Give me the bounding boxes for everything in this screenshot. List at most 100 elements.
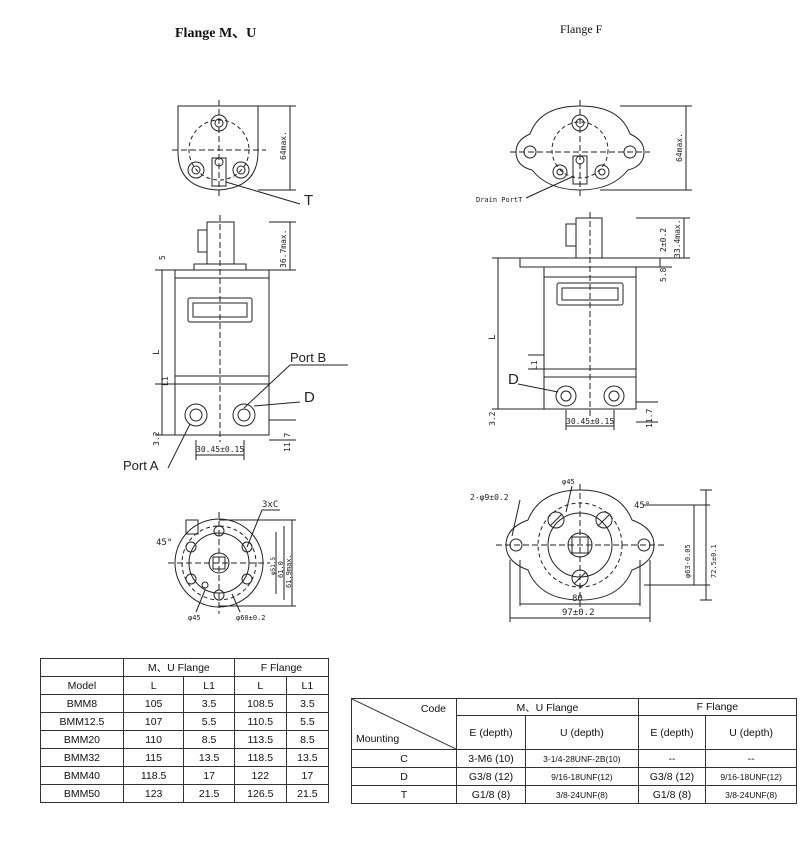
dim-phi63: φ63-0.05	[684, 544, 692, 578]
cell-value: 118.5	[122, 766, 185, 785]
title-flange-mu: Flange M、U	[175, 26, 257, 41]
header-u-depth: U (depth)	[705, 715, 797, 750]
cell-value: 110.5	[233, 712, 287, 731]
label-d: D	[304, 389, 315, 406]
table-header-row: M、U Flange F Flange	[40, 658, 330, 677]
title-flange-f: Flange F	[560, 22, 603, 36]
header-l: L	[233, 676, 287, 695]
cell-value: 108.5	[233, 694, 287, 713]
cell-value: 126.5	[233, 784, 287, 803]
dim-5-8: 5.8	[659, 267, 668, 282]
dim-11-7: 11.7	[283, 433, 292, 452]
header-u-depth: U (depth)	[525, 715, 639, 750]
cell-value: --	[637, 749, 707, 768]
dim-33-4max: 33.4max.	[673, 219, 682, 258]
cell-model: BMM8	[40, 694, 124, 713]
label-port-b: Port B	[290, 350, 326, 365]
angle-45: 45°	[156, 538, 172, 548]
cell-value: 110	[122, 730, 185, 749]
label-t: T	[304, 192, 313, 209]
cell-value: 3.5	[183, 694, 235, 713]
dim-97: 97±0.2	[562, 608, 595, 618]
table-row: C 3-M6 (10) 3-1/4-28UNF-2B(10) -- --	[351, 749, 797, 768]
dim-phi45: φ45	[188, 614, 201, 622]
cell-mounting: D	[351, 767, 457, 786]
cell-value: 9/16-18UNF(12)	[705, 767, 797, 786]
cell-value: G1/8 (8)	[455, 785, 527, 804]
header-e-depth: E (depth)	[455, 715, 527, 750]
header-e-depth: E (depth)	[637, 715, 707, 750]
cell-model: BMM40	[40, 766, 124, 785]
cell-value: 17	[183, 766, 235, 785]
table-row: T G1/8 (8) 3/8-24UNF(8) G1/8 (8) 3/8-24U…	[351, 785, 797, 804]
cell-value: --	[705, 749, 797, 768]
header-mu-flange: M、U Flange	[456, 698, 639, 716]
label-3xc: 3xC	[262, 500, 278, 510]
f-front-view	[496, 484, 712, 622]
cell-value: 13.5	[285, 748, 330, 767]
cell-mounting: C	[351, 749, 457, 768]
diagonal-divider	[352, 699, 456, 749]
mu-top-view	[172, 100, 301, 205]
cell-value: 123	[122, 784, 185, 803]
dim-61-9max: 61.9max.	[285, 554, 293, 588]
dim-l1-f: L1	[530, 360, 539, 370]
table-header-row: E (depth) U (depth) E (depth) U (depth)	[352, 715, 797, 750]
cell-value: G3/8 (12)	[637, 767, 707, 786]
dim-l: L	[152, 350, 162, 355]
header-mounting: Mounting	[356, 733, 400, 745]
header-model: Model	[40, 676, 124, 695]
table-row: BMM20 110 8.5 113.5 8.5	[40, 730, 330, 749]
f-top-view	[510, 100, 692, 199]
mu-side-view	[155, 215, 348, 469]
cell-value: 3/8-24UNF(8)	[525, 785, 639, 804]
cell-model: BMM32	[40, 748, 124, 767]
cell-value: 5.5	[285, 712, 330, 731]
dim-2: 2±0.2	[659, 228, 668, 252]
cell-value: 3/8-24UNF(8)	[705, 785, 797, 804]
table-row: D G3/8 (12) 9/16-18UNF(12) G3/8 (12) 9/1…	[351, 767, 797, 786]
header-l1: L1	[183, 676, 235, 695]
dim-61: 61.0	[277, 561, 285, 578]
header-f-flange: F Flange	[233, 658, 330, 677]
header-code-mounting: Code Mounting	[351, 698, 457, 750]
cell-value: G1/8 (8)	[637, 785, 707, 804]
cell-mounting: T	[351, 785, 457, 804]
cell-model: BMM50	[40, 784, 124, 803]
cell-value: 3-M6 (10)	[455, 749, 527, 768]
dim-3-2-f: 3.2	[488, 411, 497, 426]
dim-phi60: φ60±0.2	[236, 614, 266, 622]
header-code: Code	[420, 703, 446, 715]
dim-3-2: 3.2	[152, 431, 161, 446]
dim-5: 5	[158, 255, 167, 260]
dim-phi51-5: φ51.5	[270, 557, 277, 575]
cell-value: 122	[233, 766, 287, 785]
mu-front-view	[168, 509, 296, 614]
cell-value: 8.5	[285, 730, 330, 749]
f-side-view	[492, 212, 690, 430]
header-blank	[40, 658, 124, 677]
dim-64max-f: 64max.	[675, 133, 684, 162]
dim-2-phi9: 2-φ9±0.2	[470, 493, 509, 502]
cell-value: 3.5	[285, 694, 330, 713]
table-row: BMM40 118.5 17 122 17	[40, 766, 330, 785]
cell-value: 3-1/4-28UNF-2B(10)	[525, 749, 639, 768]
dim-36-7max: 36.7max.	[279, 229, 288, 268]
dim-11-7-f: 11.7	[645, 409, 654, 428]
cell-value: 8.5	[183, 730, 235, 749]
label-drain-port: Drain PortT	[476, 196, 523, 204]
cell-value: 17	[285, 766, 330, 785]
table-row: BMM8 105 3.5 108.5 3.5	[40, 694, 330, 713]
cell-value: 5.5	[183, 712, 235, 731]
model-dimensions-table: M、U Flange F Flange Model L L1 L L1 BMM8…	[40, 658, 330, 803]
cell-value: 107	[122, 712, 185, 731]
table-header-row: Code Mounting M、U Flange F Flange	[351, 698, 798, 750]
table-row: BMM32 115 13.5 118.5 13.5	[40, 748, 330, 767]
header-mu-flange: M、U Flange	[122, 658, 235, 677]
cell-value: 115	[122, 748, 185, 767]
label-port-a: Port A	[123, 458, 159, 473]
cell-value: 21.5	[285, 784, 330, 803]
cell-value: 118.5	[233, 748, 287, 767]
cell-model: BMM12.5	[40, 712, 124, 731]
dim-30-45: 30.45±0.15	[196, 445, 244, 454]
